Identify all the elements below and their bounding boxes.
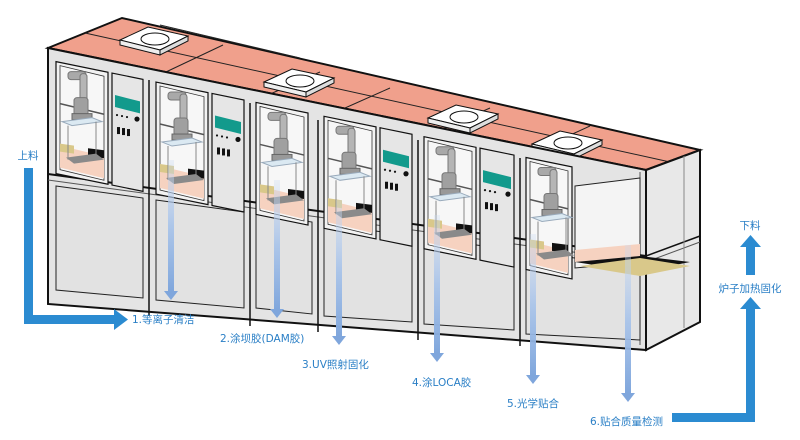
switch-icon <box>117 127 120 135</box>
indicator-light-icon <box>215 134 219 137</box>
indicator-light-icon <box>220 135 224 138</box>
station-2 <box>155 81 245 213</box>
switch-icon <box>490 203 493 211</box>
switch-icon <box>222 148 225 156</box>
lower-cabinets <box>55 185 641 341</box>
station-3 <box>255 101 309 226</box>
switch-icon <box>122 128 125 136</box>
station-1 <box>55 60 144 193</box>
robot-arm-icon <box>335 125 361 175</box>
drop-arrow-step-2 <box>270 180 284 318</box>
drop-arrow-shaft <box>530 234 536 376</box>
drop-arrow-head-icon <box>164 291 178 300</box>
drop-arrow-shaft <box>434 215 440 354</box>
base-plate <box>334 208 372 219</box>
step-label-4: 4.涂LOCA胶 <box>412 376 472 389</box>
display-screen <box>115 95 140 114</box>
drop-arrow-step-5 <box>526 234 540 384</box>
base-plate <box>536 249 574 260</box>
indicator-light-icon <box>483 189 487 192</box>
input-flow-arrow <box>24 168 128 330</box>
drop-arrow-step-3 <box>332 200 346 345</box>
indicator-light-icon <box>115 113 119 117</box>
control-panel <box>211 92 245 213</box>
indicator-light-icon <box>225 136 229 139</box>
display-screen <box>383 149 409 169</box>
step-label-6: 6.贴合质量检测 <box>590 415 663 428</box>
step-label-1: 1.等离子清洁 <box>132 313 195 326</box>
switch-icon <box>395 183 398 191</box>
roof-vent <box>262 68 336 98</box>
drop-arrow-step-1 <box>164 160 178 300</box>
indicator-light-icon <box>388 169 392 172</box>
roof-vent <box>426 104 500 134</box>
switch-icon <box>485 202 488 210</box>
station-separators <box>148 80 521 346</box>
drop-arrow-head-icon <box>430 353 444 362</box>
robot-arm-icon <box>167 91 193 141</box>
power-button-icon <box>505 191 511 197</box>
drop-arrow-head-icon <box>270 309 284 318</box>
indicator-light-icon <box>120 114 124 118</box>
indicator-light-icon <box>493 191 497 194</box>
drop-arrow-head-icon <box>621 393 635 402</box>
input-label: 上料 <box>18 149 39 162</box>
drop-arrow-shaft <box>168 160 174 292</box>
base-plate <box>66 153 104 164</box>
drop-arrow-shaft <box>625 245 631 394</box>
power-button-icon <box>134 116 140 122</box>
step-label-3: 3.UV照射固化 <box>302 358 369 371</box>
indicator-light-icon <box>488 190 492 193</box>
switch-icon <box>227 149 230 157</box>
drop-arrow-shaft <box>274 180 280 310</box>
robot-arm-icon <box>267 111 293 161</box>
display-screen <box>215 115 241 134</box>
power-button-icon <box>403 171 409 177</box>
work-table <box>260 157 304 167</box>
indicator-light-icon <box>393 170 397 173</box>
display-screen <box>483 170 511 190</box>
station-6-cutaway <box>574 177 690 276</box>
robot-arm-icon <box>67 71 93 121</box>
indicator-light-icon <box>383 168 387 171</box>
work-table <box>428 192 472 202</box>
indicator-light-icon <box>125 115 129 119</box>
output-flow-arrow <box>672 235 761 422</box>
switch-icon <box>495 204 498 212</box>
control-panel <box>111 72 144 193</box>
control-panel <box>379 126 413 247</box>
switch-icon <box>390 182 393 190</box>
work-table <box>328 171 372 181</box>
base-plate <box>166 174 204 185</box>
oven-label: 炉子加热固化 <box>719 282 782 295</box>
drop-arrow-step-4 <box>430 215 444 362</box>
roof-vents <box>118 26 604 160</box>
step-label-5: 5.光学贴合 <box>507 397 560 410</box>
control-panel <box>479 147 515 268</box>
drop-arrow-head-icon <box>332 336 346 345</box>
work-table <box>530 213 574 223</box>
switch-icon <box>127 129 130 137</box>
step-label-2: 2.涂坝胶(DAM胶) <box>220 332 304 345</box>
work-table <box>60 117 104 127</box>
output-label: 下料 <box>740 219 761 232</box>
roof-vent <box>118 26 190 56</box>
switch-icon <box>217 147 220 155</box>
drop-arrow-shaft <box>336 200 342 337</box>
work-table <box>160 137 204 147</box>
switch-icon <box>385 181 388 189</box>
base-plate <box>434 228 472 239</box>
station-6 <box>525 156 574 280</box>
drop-arrow-step-6 <box>621 245 635 402</box>
drop-arrow-head-icon <box>526 375 540 384</box>
drop-arrows <box>164 160 635 402</box>
robot-arm-icon <box>435 146 461 196</box>
roof-vent <box>530 130 604 160</box>
power-button-icon <box>235 136 241 143</box>
